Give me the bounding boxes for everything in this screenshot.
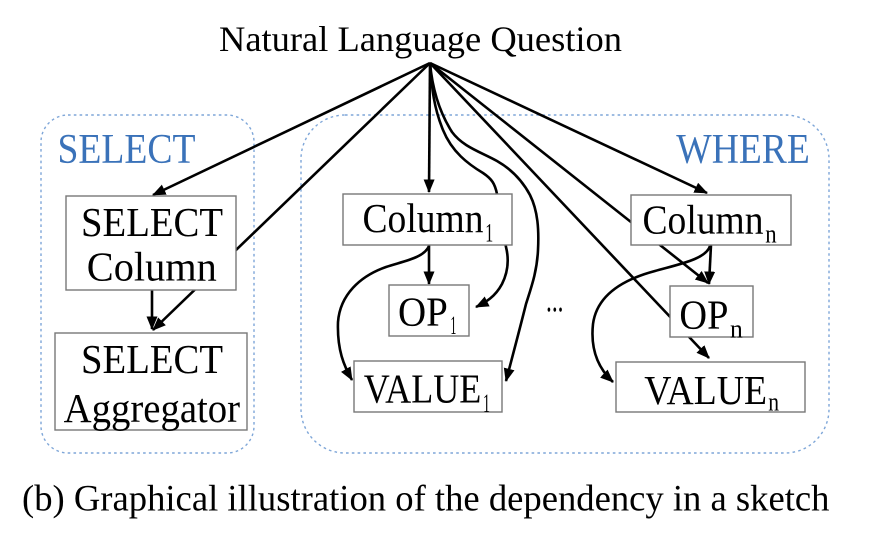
svg-text:SELECT: SELECT bbox=[58, 126, 196, 173]
svg-text:OP: OP bbox=[679, 292, 728, 338]
svg-text:VALUE: VALUE bbox=[364, 365, 482, 411]
svg-text:...: ... bbox=[546, 280, 564, 320]
svg-text:OP: OP bbox=[398, 289, 448, 335]
svg-text:(b) Graphical illustration of: (b) Graphical illustration of the depend… bbox=[22, 478, 830, 519]
svg-text:1: 1 bbox=[450, 311, 456, 340]
svg-text:n: n bbox=[768, 388, 779, 417]
svg-text:1: 1 bbox=[483, 389, 490, 418]
svg-text:Aggregator: Aggregator bbox=[64, 385, 241, 431]
svg-text:Natural Language Question: Natural Language Question bbox=[219, 19, 622, 59]
svg-text:Column: Column bbox=[87, 243, 217, 289]
svg-text:SELECT: SELECT bbox=[81, 336, 223, 382]
svg-text:VALUE: VALUE bbox=[644, 367, 767, 413]
svg-text:SELECT: SELECT bbox=[81, 199, 223, 245]
svg-text:Column: Column bbox=[643, 196, 764, 242]
svg-text:n: n bbox=[730, 315, 743, 344]
svg-text:n: n bbox=[765, 219, 776, 248]
svg-text:WHERE: WHERE bbox=[676, 127, 810, 173]
svg-text:Column: Column bbox=[363, 195, 484, 241]
svg-text:1: 1 bbox=[485, 219, 493, 248]
